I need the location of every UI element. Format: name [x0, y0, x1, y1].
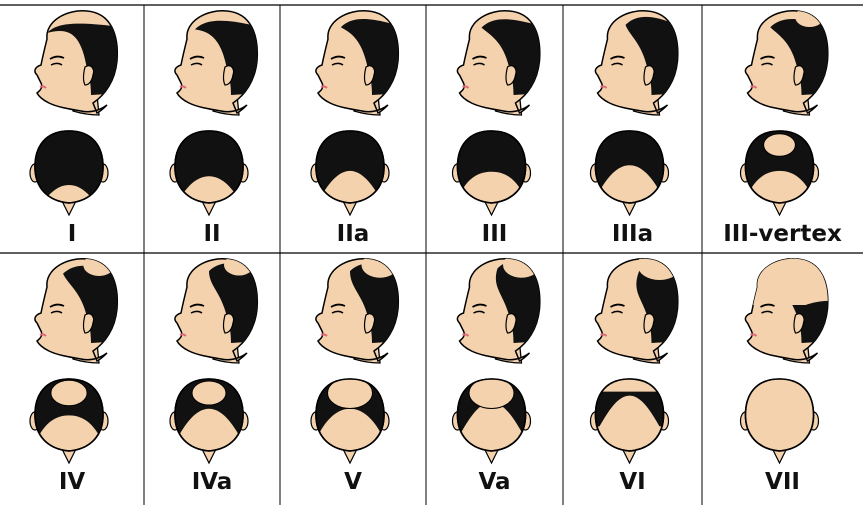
- stage-label: III-vertex: [723, 221, 842, 247]
- vertex-bald-spot: [192, 381, 226, 405]
- stage-label: IIIa: [612, 221, 653, 247]
- stage-label: Va: [478, 469, 510, 495]
- stage-label: II: [203, 221, 220, 247]
- stage-label: V: [344, 469, 362, 495]
- stage-label: IIa: [337, 221, 370, 247]
- stage-label: III: [482, 221, 508, 247]
- stage-label: I: [68, 221, 77, 247]
- vertex-bald-spot: [764, 134, 796, 157]
- vertex-bald-spot: [51, 380, 87, 405]
- stage-label: IVa: [192, 469, 233, 495]
- stage-label: IV: [59, 469, 86, 495]
- stage-label: VI: [619, 469, 645, 495]
- stage-label: VII: [765, 469, 800, 495]
